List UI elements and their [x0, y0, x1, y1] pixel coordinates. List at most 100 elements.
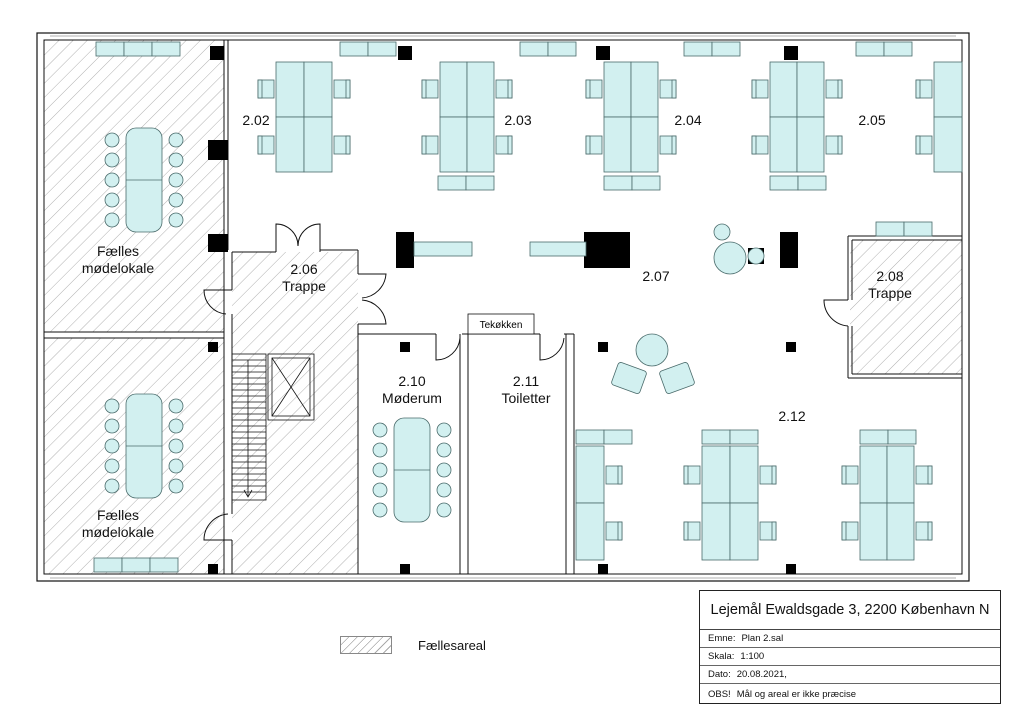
room-label: 2.05 — [858, 112, 885, 128]
chair-back — [683, 465, 689, 485]
doors — [203, 223, 849, 541]
sill-bench — [437, 175, 467, 191]
chair-back — [841, 465, 847, 485]
desk — [439, 116, 468, 173]
sill-bench — [701, 429, 731, 445]
desk — [886, 502, 915, 561]
chair-back — [585, 79, 591, 99]
chair — [104, 438, 120, 454]
room-label: mødelokale — [82, 260, 155, 276]
sill-bench — [95, 41, 125, 57]
room-label: 2.03 — [504, 112, 531, 128]
column — [786, 564, 796, 574]
desk — [439, 61, 468, 118]
title-block-key: OBS! — [708, 688, 731, 700]
desk — [701, 502, 731, 561]
chair — [436, 462, 452, 478]
tekokken-label: Tekøkken — [480, 320, 523, 331]
sill-bench — [855, 41, 885, 57]
column — [784, 46, 798, 60]
chair — [104, 152, 120, 168]
sill-bench — [123, 41, 153, 57]
room-label: Fælles — [97, 507, 139, 523]
sill-bench — [875, 221, 905, 237]
column — [208, 564, 218, 574]
chair — [168, 398, 184, 414]
title-block-value: Mål og areal er ikke præcise — [736, 688, 857, 700]
desk — [769, 61, 798, 118]
sill-bench — [683, 41, 713, 57]
column — [398, 46, 412, 60]
bench — [413, 241, 473, 257]
chair-back — [617, 521, 623, 541]
sill-bench — [883, 41, 913, 57]
desk — [630, 61, 659, 118]
chair-back — [927, 465, 933, 485]
chair-back — [841, 521, 847, 541]
room-label: Fælles — [97, 243, 139, 259]
walls — [36, 32, 970, 582]
chair-back — [771, 465, 777, 485]
chair-back — [421, 135, 427, 155]
chair — [104, 398, 120, 414]
desk — [859, 445, 888, 504]
room-label: mødelokale — [82, 524, 155, 540]
chair — [372, 462, 388, 478]
sill-bench — [887, 429, 917, 445]
chair-back — [257, 79, 263, 99]
room-label: 2.06 — [290, 261, 317, 277]
room-label: Trappe — [868, 285, 912, 301]
chair — [372, 482, 388, 498]
hatch-swatch — [340, 636, 392, 654]
chair-back — [751, 79, 757, 99]
room-label: Toiletter — [501, 390, 550, 406]
desk — [303, 61, 333, 118]
chair-back — [915, 135, 921, 155]
title-block: Lejemål Ewaldsgade 3, 2200 København N E… — [699, 590, 1001, 704]
chair — [104, 172, 120, 188]
desk — [796, 116, 825, 173]
chair-back — [507, 79, 513, 99]
desk — [575, 502, 605, 561]
desk — [575, 445, 605, 504]
room-label: 2.08 — [876, 268, 903, 284]
column — [584, 232, 630, 268]
chair — [104, 458, 120, 474]
desk — [729, 502, 759, 561]
sill-bench — [151, 41, 181, 57]
desk — [729, 445, 759, 504]
room-label: 2.12 — [778, 408, 805, 424]
chair-back — [507, 135, 513, 155]
sill-bench — [797, 175, 827, 191]
sill-bench — [519, 41, 549, 57]
chair — [104, 478, 120, 494]
chair — [168, 172, 184, 188]
chair — [104, 418, 120, 434]
chair — [168, 192, 184, 208]
desk — [859, 502, 888, 561]
chair — [104, 132, 120, 148]
round-table — [713, 223, 731, 241]
furniture — [93, 41, 963, 573]
chair — [168, 212, 184, 228]
chair-back — [421, 79, 427, 99]
desk — [603, 61, 632, 118]
room-label: 2.07 — [642, 268, 669, 284]
chair-back — [585, 135, 591, 155]
chair-back — [257, 135, 263, 155]
round-table — [747, 247, 765, 265]
title-block-row: OBS! Mål og areal er ikke præcise — [700, 684, 1000, 704]
chair — [104, 192, 120, 208]
sill-bench — [603, 175, 633, 191]
desk — [933, 61, 963, 118]
column — [400, 342, 410, 352]
desk — [466, 61, 495, 118]
chair-back — [671, 135, 677, 155]
title-block-row: Dato: 20.08.2021, — [700, 666, 1000, 684]
room-label: 2.02 — [242, 112, 269, 128]
room-label: 2.11 — [513, 373, 539, 389]
column — [400, 564, 410, 574]
room-label: Trappe — [282, 278, 326, 294]
sill-bench — [575, 429, 605, 445]
title-block-title: Lejemål Ewaldsgade 3, 2200 København N — [700, 591, 1000, 630]
